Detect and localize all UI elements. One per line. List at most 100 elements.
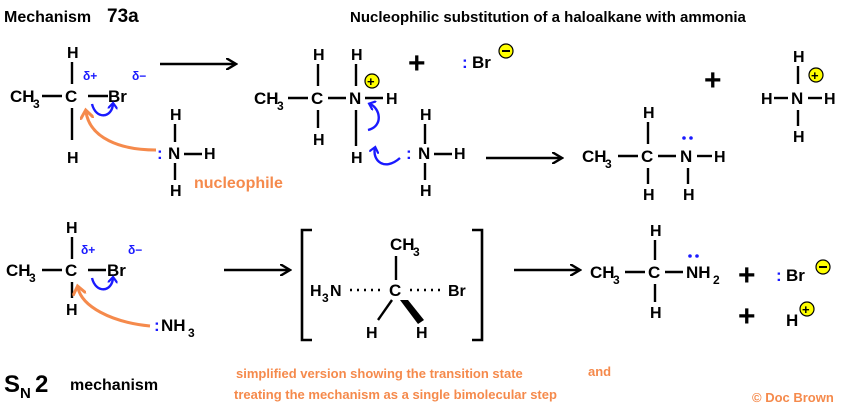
sn2-label: S N 2 mechanism: [4, 371, 158, 402]
nh4-h-bottom: H: [793, 129, 805, 146]
ts-bromine: Br: [448, 283, 466, 300]
n-hydrogen-right: H: [714, 149, 726, 166]
methyl-group: CH: [10, 87, 35, 106]
note-and: and: [588, 364, 611, 379]
hydrogen-ion: H: [786, 311, 798, 330]
carbon-atom: C: [65, 87, 77, 106]
lone-pair-colon: :: [154, 316, 160, 335]
ethylammonium-intermediate: CH 3 C H H N H H H +: [254, 47, 398, 167]
positive-charge-badge: +: [799, 301, 815, 317]
bromine-ion: Br: [472, 53, 491, 72]
note-line-1: simplified version showing the transitio…: [236, 366, 523, 381]
hydrogen-top: H: [67, 45, 79, 62]
sn2-n: N: [20, 385, 31, 402]
nh4-h-top: H: [793, 49, 805, 66]
hydrogen-bottom: H: [66, 302, 78, 319]
nitrogen-atom: N: [680, 147, 692, 166]
subscript-3: 3: [322, 291, 329, 305]
nh3-h-right: H: [454, 146, 466, 163]
ts-h3n-h: H: [310, 283, 322, 300]
transition-state: CH 3 H 3 N C Br H H: [300, 228, 484, 342]
bromine-atom: Br: [107, 261, 126, 280]
sn2-s: S: [4, 371, 20, 398]
proton: H +: [786, 301, 815, 330]
nh3-h-bottom: H: [170, 183, 182, 200]
subscript-3: 3: [605, 157, 612, 171]
lone-pair-dot: [695, 254, 699, 258]
electron-shift-arrow: [368, 104, 380, 132]
delta-plus: δ+: [81, 243, 95, 257]
hydrogen-bottom: H: [67, 150, 79, 167]
sn2-mechanism: mechanism: [70, 377, 158, 394]
title-number: 73a: [107, 6, 139, 27]
nh3-n: N: [168, 144, 180, 163]
nh3-n: N: [418, 144, 430, 163]
ts-h-right: H: [416, 325, 428, 342]
lone-pair-dot: [688, 254, 692, 258]
delta-plus: δ+: [83, 69, 97, 83]
svg-text:+: +: [802, 302, 810, 317]
ethylamine-product-2: CH 3 C H H NH 2: [590, 223, 720, 322]
hydrogen-bottom: H: [313, 132, 325, 149]
lone-pair-colon: :: [157, 144, 163, 163]
positive-charge-badge: +: [808, 67, 824, 83]
ts-h-left: H: [366, 325, 378, 342]
carbon-atom: C: [648, 263, 660, 282]
nh4-h-left: H: [761, 91, 773, 108]
subscript-3: 3: [413, 245, 420, 259]
plus-sign: +: [408, 47, 426, 80]
ammonium-ion: H H N H H +: [761, 49, 836, 146]
negative-charge-badge: [815, 259, 831, 275]
lone-pair-colon: :: [406, 144, 412, 163]
subscript-3: 3: [613, 273, 620, 287]
plus-sign: +: [704, 64, 722, 97]
subscript-3: 3: [188, 326, 195, 340]
ammonia-formula: NH: [161, 316, 186, 335]
n-hydrogen-right: H: [386, 91, 398, 108]
lone-pair-dot: [689, 136, 693, 140]
ts-n: N: [330, 283, 342, 300]
lone-pair-colon: :: [462, 53, 468, 72]
page-heading: Nucleophilic substitution of a haloalkan…: [350, 9, 747, 26]
hydrogen-top: H: [650, 223, 662, 240]
bromide-ion-2: : Br: [776, 259, 831, 285]
proton-abstraction-arrow: [375, 148, 401, 166]
nh4-n: N: [791, 89, 803, 108]
wedge-bond: [400, 300, 424, 324]
ethylamine-product-1: CH 3 C H H N H H: [582, 105, 726, 204]
electron-shift-arrow: [90, 104, 113, 117]
nh4-h-right: H: [824, 91, 836, 108]
subscript-3: 3: [33, 97, 40, 111]
bracket-left: [300, 228, 312, 342]
delta-minus: δ−: [132, 69, 146, 83]
title-prefix: Mechanism: [4, 9, 91, 26]
lone-pair-dot: [682, 136, 686, 140]
n-hydrogen-top: H: [351, 47, 363, 64]
nucleophile-label: nucleophile: [194, 175, 283, 192]
svg-text:+: +: [367, 74, 375, 89]
ts-carbon: C: [389, 281, 401, 300]
bracket-right: [472, 228, 484, 342]
bromine-atom: Br: [108, 87, 127, 106]
methyl-group: CH: [590, 263, 615, 282]
hydrogen-top: H: [66, 220, 78, 237]
reactant-bromoethane-1: CH 3 C H H Br δ+ δ−: [10, 45, 146, 167]
transition-state-note: simplified version showing the transitio…: [234, 364, 611, 402]
ammonia-nucleophile-2: : NH 3: [78, 288, 195, 340]
carbon-atom: C: [641, 147, 653, 166]
nucleophilic-attack-arrow: [78, 288, 151, 328]
bond-c-h-left: [377, 299, 393, 321]
sn2-2: 2: [35, 371, 48, 398]
methyl-group: CH: [582, 147, 607, 166]
nh3-h-bottom: H: [420, 183, 432, 200]
electron-shift-arrow: [90, 278, 113, 291]
hydrogen-bottom: H: [650, 305, 662, 322]
plus-sign: +: [738, 300, 756, 333]
subscript-3: 3: [29, 271, 36, 285]
delta-minus: δ−: [128, 243, 142, 257]
nh3-h-right: H: [204, 146, 216, 163]
hydrogen-top: H: [643, 105, 655, 122]
svg-text:+: +: [811, 68, 819, 83]
